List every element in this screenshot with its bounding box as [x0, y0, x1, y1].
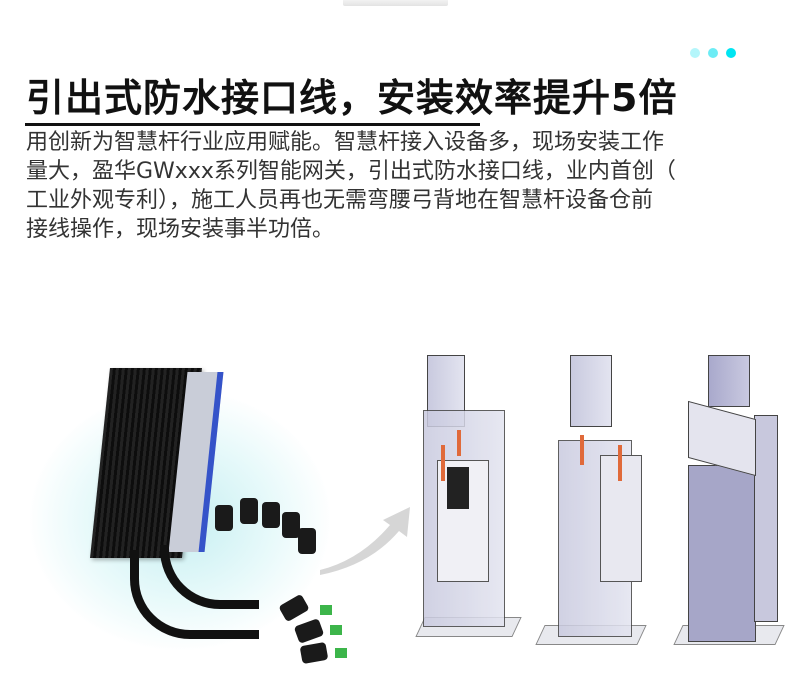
- rj45-connector: [240, 498, 258, 524]
- section-title: 引出式防水接口线，安装效率提升5倍: [26, 76, 678, 120]
- pole-upper: [708, 355, 750, 407]
- description-line: 接线操作，现场安装事半功倍。: [26, 217, 335, 242]
- rj45-connector: [262, 502, 280, 528]
- terminal-connector: [299, 641, 329, 665]
- pole-closed: [663, 355, 785, 655]
- rj45-connector: [215, 505, 233, 531]
- description: 用创新为智慧杆行业应用赋能。智慧杆接入设备多，现场安装工作 量大，盈华GWxxx…: [26, 128, 766, 244]
- wire-orange: [441, 445, 445, 481]
- dot-3: [726, 48, 736, 58]
- dot-1: [690, 48, 700, 58]
- terminal-connector: [293, 618, 325, 644]
- cable-bundle: [130, 550, 259, 639]
- pole-body: [688, 465, 756, 642]
- description-line: 工业外观专利），施工人员再也无需弯腰弓背地在智慧杆设备仓前: [26, 188, 654, 213]
- top-decorative-tab: [343, 0, 448, 6]
- wire-orange: [457, 430, 461, 456]
- pole-upper: [570, 355, 612, 427]
- dot-2: [708, 48, 718, 58]
- pole-cutaway-side: [530, 355, 650, 655]
- pole-side: [754, 415, 778, 622]
- product-image-gateway: [30, 350, 370, 680]
- green-terminal: [330, 625, 342, 635]
- pole-cutaway-front: [405, 355, 525, 655]
- title-underline: [25, 123, 480, 126]
- rj45-connector: [298, 528, 316, 554]
- pole-illustrations: [405, 355, 785, 665]
- green-terminal: [320, 605, 332, 615]
- green-terminal: [335, 648, 347, 658]
- description-line: 量大，盈华GWxxx系列智能网关，引出式防水接口线，业内首创（: [26, 159, 676, 184]
- wire-orange: [580, 435, 584, 465]
- rj45-connector: [282, 512, 300, 538]
- curved-arrow-icon: [320, 507, 410, 575]
- equipment-module: [447, 467, 469, 509]
- indicator-dots: [690, 48, 736, 58]
- description-line: 用创新为智慧杆行业应用赋能。智慧杆接入设备多，现场安装工作: [26, 130, 665, 155]
- wire-orange: [618, 445, 622, 481]
